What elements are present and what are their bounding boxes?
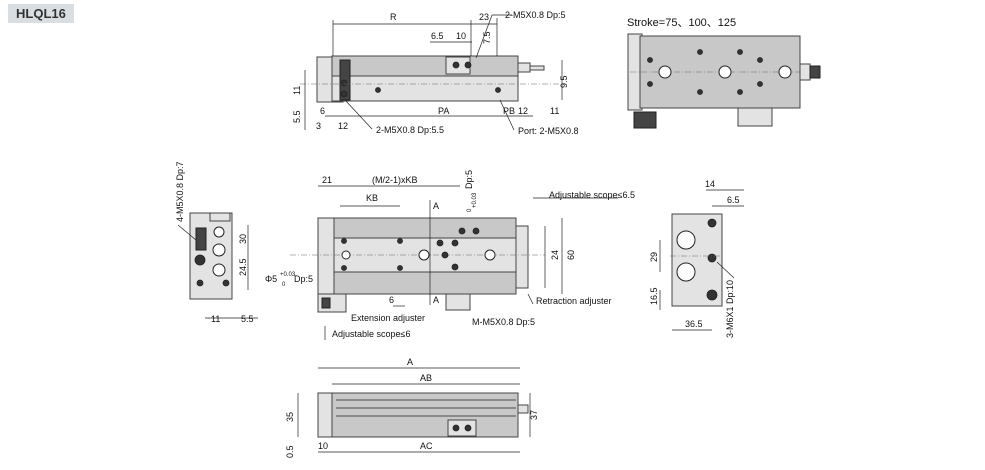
stroke-view: Stroke=75、100、125 xyxy=(627,17,821,129)
bottom-dim-7: AC xyxy=(420,441,433,451)
top-dim-2: 23 xyxy=(479,12,489,22)
front-view-end-plate xyxy=(317,217,335,295)
bottom-dim-3: 35 xyxy=(285,412,295,422)
left-dim-4: 5.5 xyxy=(241,314,254,324)
front-dim-6: 6 xyxy=(389,295,394,305)
left-dim-1: 30 xyxy=(238,234,248,244)
right-dim-2: 6.5 xyxy=(727,195,740,205)
top-dim-3: 6.5 xyxy=(431,31,444,41)
front-dim-10: Φ5 xyxy=(265,274,277,284)
top-dim-13: 12 xyxy=(518,106,528,116)
right-dim-5: 36.5 xyxy=(685,319,703,329)
front-dim-3: KB xyxy=(366,193,378,203)
front-callout-3: M-M5X0.8 Dp:5 xyxy=(472,317,535,327)
front-dim-2: (M/2-1)xKB xyxy=(372,175,418,185)
front-tol-lower-2: 0 xyxy=(467,208,473,212)
right-dim-3: 29 xyxy=(649,252,659,262)
top-callout-1: 2-M5X0.8 Dp:5 xyxy=(505,10,566,20)
top-view-base xyxy=(331,75,519,102)
top-view-table xyxy=(331,55,519,77)
bottom-dim-4: 37 xyxy=(529,410,539,420)
top-dim-5: 7.5 xyxy=(482,31,492,44)
stroke-note: Stroke=75、100、125 xyxy=(627,17,736,29)
right-dim-1: 14 xyxy=(705,179,715,189)
front-dim-1: 21 xyxy=(322,175,332,185)
left-view: 30 24.5 11 5.5 4-M5X0.8 Dp:7 xyxy=(175,161,258,324)
front-tol-upper-2: +0.03 xyxy=(472,192,478,208)
bottom-dim-1: A xyxy=(407,357,413,367)
front-dim-5: A xyxy=(433,295,439,305)
top-dim-7: 5.5 xyxy=(292,110,302,123)
right-view: 14 6.5 29 16.5 36.5 3-M6X1 Dp:10 xyxy=(649,179,744,338)
top-callout-2: 2-M5X0.8 Dp:5.5 xyxy=(376,125,444,135)
top-callout-3: Port: 2-M5X0.8 xyxy=(518,126,579,136)
model-badge: HLQL16 xyxy=(8,4,74,23)
left-dim-3: 11 xyxy=(211,314,220,324)
front-dim-11: Dp:5 xyxy=(294,274,313,284)
top-dim-6: 11 xyxy=(292,86,302,95)
bottom-dim-6: 10 xyxy=(318,441,328,451)
front-dim-12: Dp:5 xyxy=(464,170,474,189)
top-dim-15: 9.5 xyxy=(559,75,569,88)
top-dim-4: 10 xyxy=(456,31,466,41)
front-view: 21 (M/2-1)xKB KB A A 6 24 60 Adjustable … xyxy=(265,170,635,340)
top-dim-11: PA xyxy=(438,106,449,116)
bottom-dim-2: AB xyxy=(420,373,432,383)
top-view: R 23 6.5 10 7.5 11 5.5 6 3 12 PA PB 12 1… xyxy=(292,10,579,136)
top-dim-14: 11 xyxy=(550,106,559,116)
bottom-view-body xyxy=(331,392,519,438)
bottom-dim-5: 0.5 xyxy=(285,445,295,458)
top-dim-1: R xyxy=(390,12,397,22)
bottom-view: A AB 35 37 0.5 10 AC xyxy=(285,357,539,458)
top-dim-12: PB xyxy=(503,106,515,116)
front-tol-upper-1: +0.03 xyxy=(280,272,296,278)
left-dim-2: 24.5 xyxy=(238,258,248,276)
left-callout-1: 4-M5X0.8 Dp:7 xyxy=(175,161,185,222)
front-dim-9: Adjustable scope≤6.5 xyxy=(549,190,635,200)
right-dim-4: 16.5 xyxy=(649,287,659,305)
top-dim-9: 3 xyxy=(316,121,321,131)
front-callout-2: Adjustable scope≤6 xyxy=(332,329,411,339)
front-dim-7: 24 xyxy=(550,250,560,260)
front-dim-4: A xyxy=(433,201,439,211)
top-dim-8: 6 xyxy=(320,106,325,116)
right-callout-1: 3-M6X1 Dp:10 xyxy=(725,280,735,338)
front-tol-lower-1: 0 xyxy=(282,282,286,288)
front-callout-1: Extension adjuster xyxy=(351,313,425,323)
top-dim-10: 12 xyxy=(338,121,348,131)
front-callout-4: Retraction adjuster xyxy=(536,296,612,306)
front-dim-8: 60 xyxy=(566,250,576,260)
